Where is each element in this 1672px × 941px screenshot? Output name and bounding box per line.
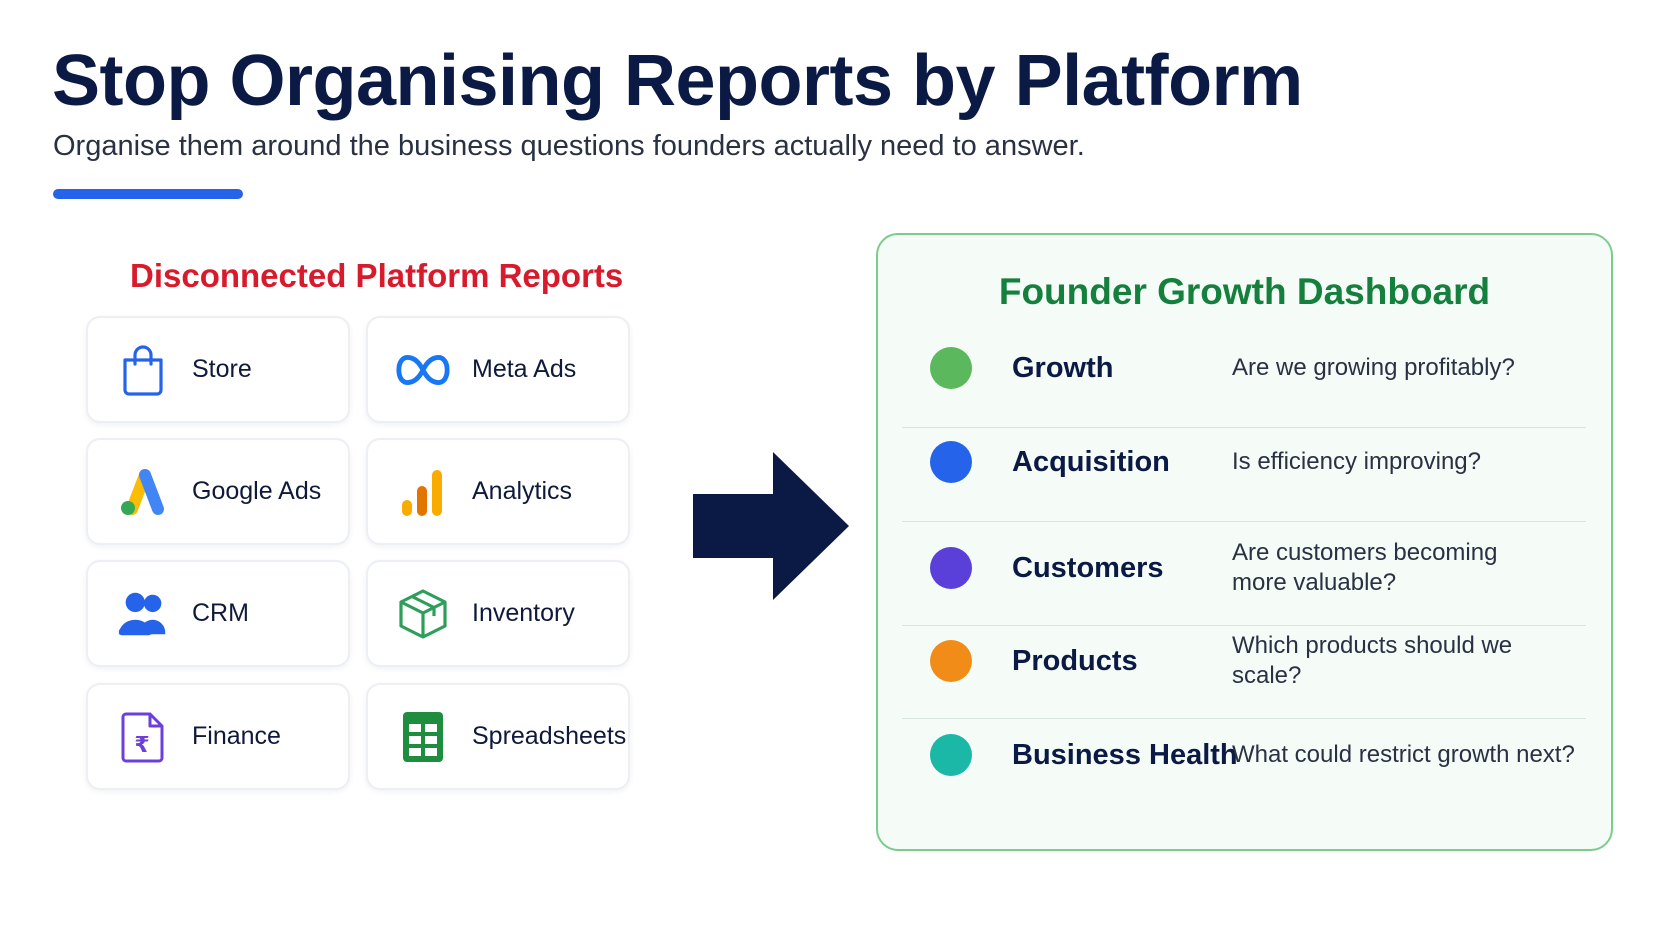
card-label-google-ads: Google Ads [192, 477, 322, 505]
svg-text:₹: ₹ [134, 733, 149, 758]
card-crm: CRM [86, 560, 350, 667]
status-dot-purple [930, 547, 972, 589]
row-question: Are we growing profitably? [1232, 354, 1515, 381]
dashboard-row-business-health: Business Health What could restrict grow… [902, 732, 1586, 778]
row-name: Customers [1012, 551, 1164, 584]
card-label-meta-ads: Meta Ads [472, 355, 577, 383]
row-divider [902, 718, 1586, 719]
google-ads-logo-icon [115, 464, 171, 520]
package-box-icon [395, 586, 451, 642]
status-dot-blue [930, 441, 972, 483]
spreadsheet-icon [395, 709, 451, 765]
card-inventory: Inventory [366, 560, 630, 667]
analytics-bars-icon [395, 464, 451, 520]
right-arrow-icon [693, 452, 849, 600]
rupee-document-icon: ₹ [115, 709, 171, 765]
card-label-store: Store [192, 355, 252, 383]
page-title: Stop Organising Reports by Platform [52, 41, 1303, 121]
row-divider [902, 427, 1586, 428]
status-dot-teal [930, 734, 972, 776]
card-label-analytics: Analytics [472, 477, 573, 505]
users-icon [115, 586, 171, 642]
dashboard-row-acquisition: Acquisition Is efficiency improving? [902, 439, 1586, 485]
row-name: Business Health [1012, 738, 1238, 771]
dashboard-row-growth: Growth Are we growing profitably? [902, 345, 1586, 391]
card-label-spreadsheets: Spreadsheets [472, 722, 627, 750]
platform-reports-heading: Disconnected Platform Reports [130, 257, 624, 294]
status-dot-orange [930, 640, 972, 682]
card-meta-ads: Meta Ads [366, 316, 630, 423]
row-name: Products [1012, 644, 1138, 677]
meta-logo-icon [395, 342, 451, 398]
row-question: Which products should we scale? [1232, 632, 1513, 689]
card-finance: ₹ Finance [86, 683, 350, 790]
dashboard-heading: Founder Growth Dashboard [998, 271, 1491, 312]
card-label-finance: Finance [192, 722, 281, 750]
row-name: Growth [1012, 351, 1114, 384]
shopping-bag-icon [115, 342, 171, 398]
page-subtitle: Organise them around the business questi… [53, 130, 1085, 162]
card-google-ads: Google Ads [86, 438, 350, 545]
row-question: What could restrict growth next? [1232, 741, 1575, 768]
row-question: Are customers becoming more valuable? [1232, 539, 1498, 596]
dashboard-row-products: Products Which products should we scale? [902, 632, 1586, 689]
row-divider [902, 521, 1586, 522]
card-analytics: Analytics [366, 438, 630, 545]
dashboard-row-customers: Customers Are customers becoming more va… [902, 538, 1586, 598]
card-store: Store [86, 316, 350, 423]
card-spreadsheets: Spreadsheets [366, 683, 630, 790]
accent-underline [53, 189, 243, 199]
row-question: Is efficiency improving? [1232, 448, 1481, 475]
status-dot-green [930, 347, 972, 389]
card-label-inventory: Inventory [472, 599, 575, 627]
row-name: Acquisition [1012, 445, 1170, 478]
row-divider [902, 625, 1586, 626]
card-label-crm: CRM [192, 599, 249, 627]
founder-dashboard-panel: Founder Growth Dashboard Growth Are we g… [876, 233, 1613, 851]
